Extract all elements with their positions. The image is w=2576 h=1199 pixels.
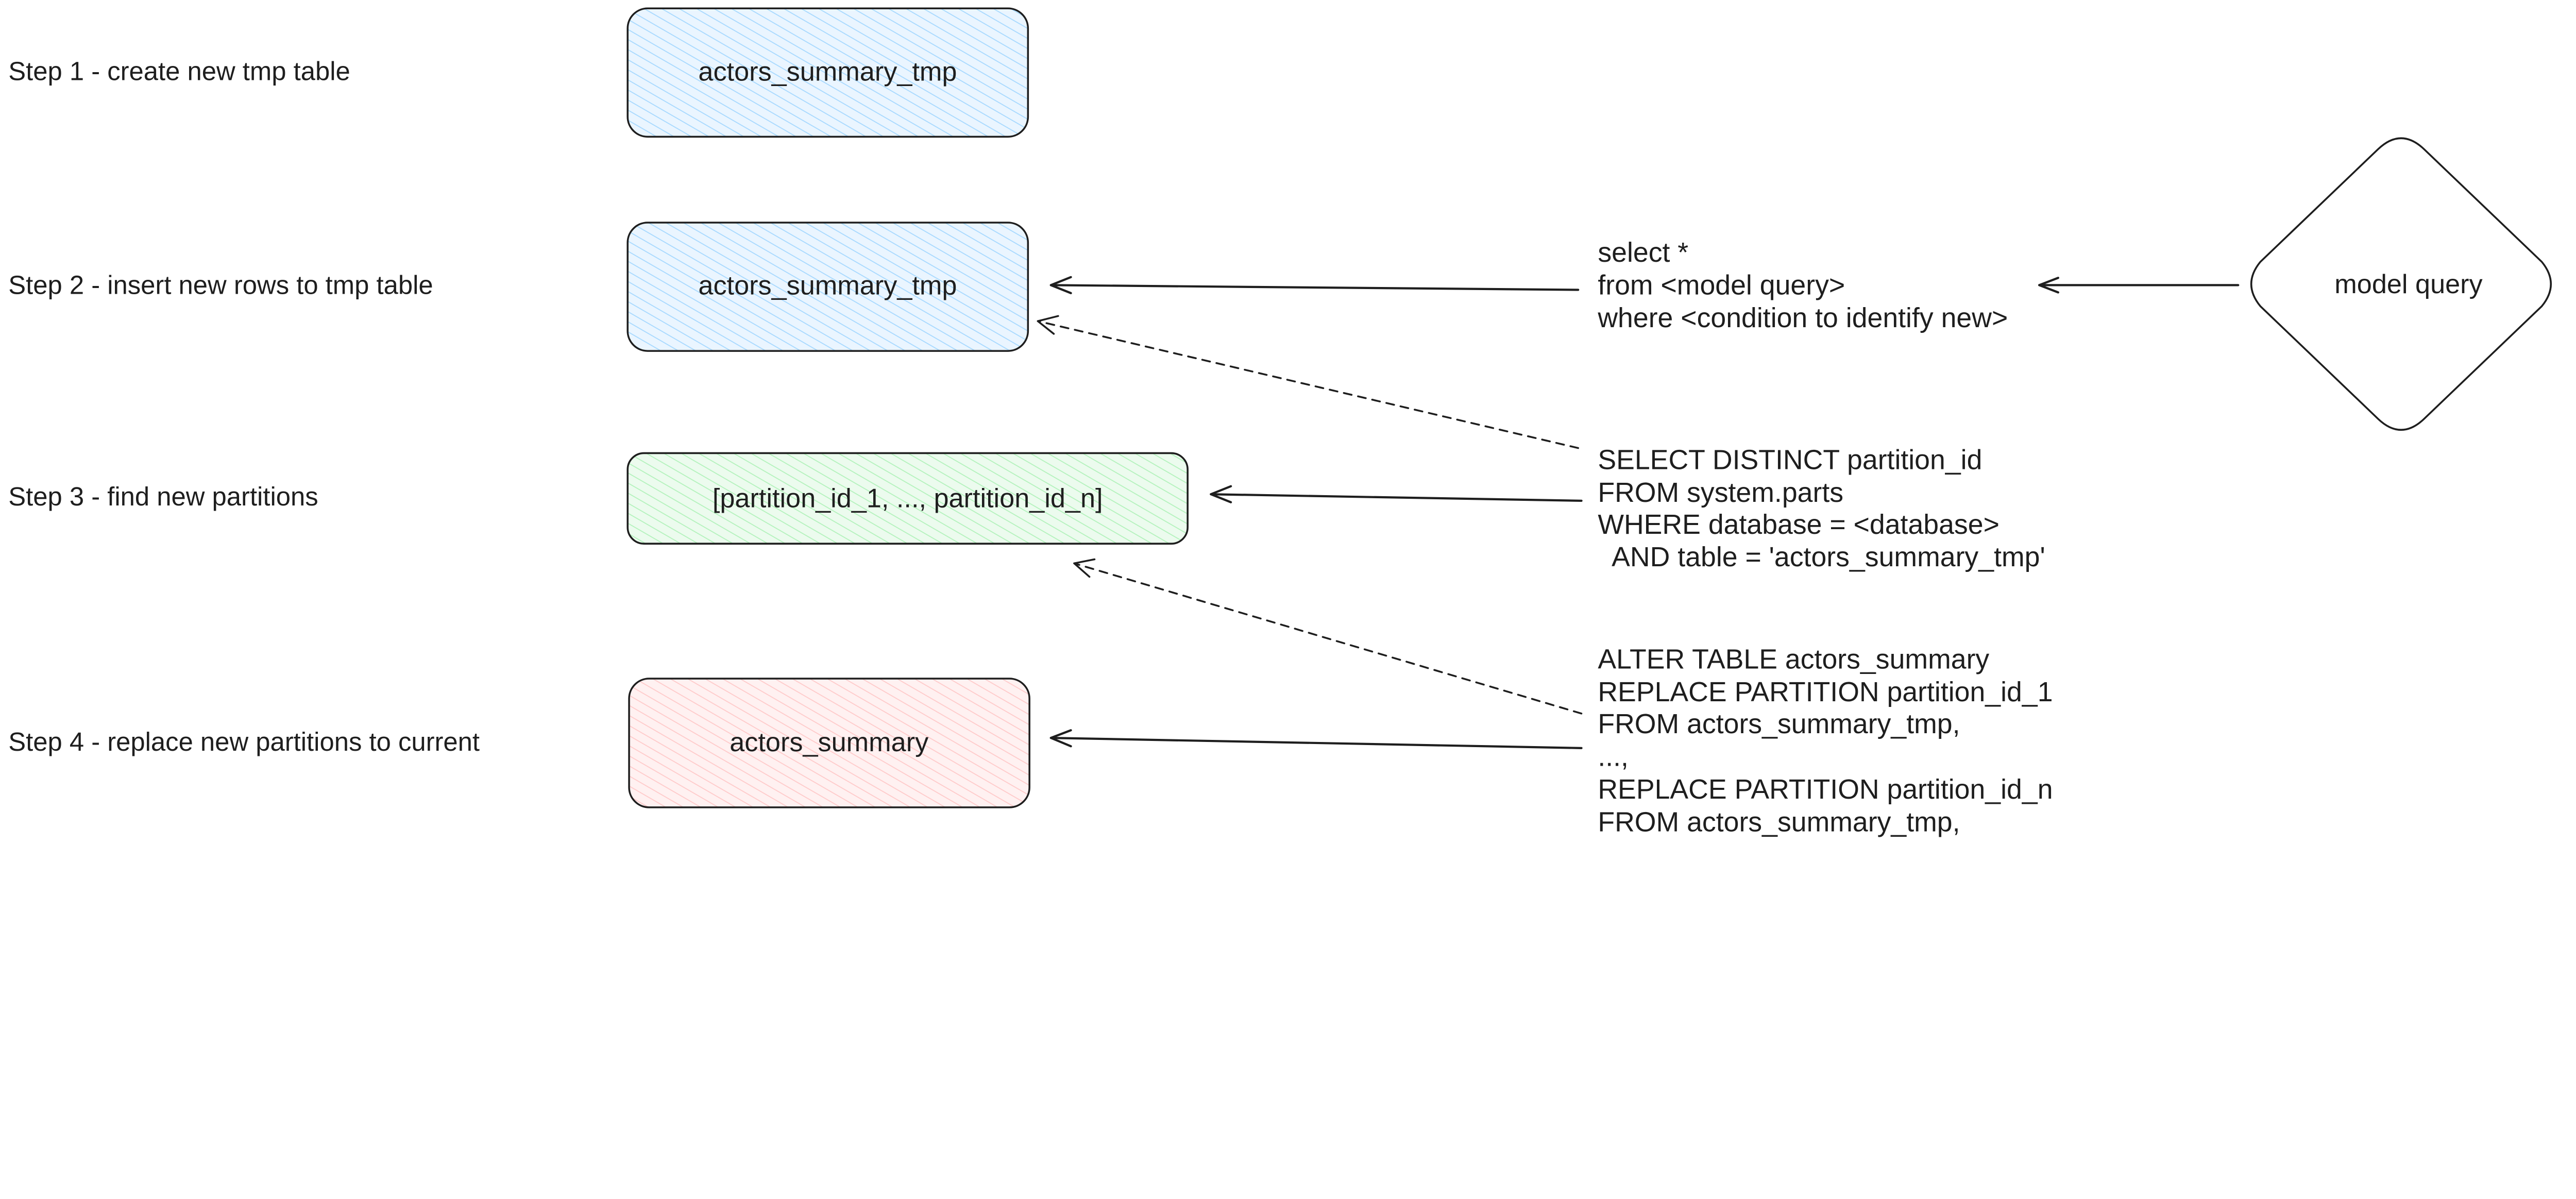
replace-partition-code: ALTER TABLE actors_summary REPLACE PARTI… — [1598, 644, 2053, 837]
code-line: ALTER TABLE actors_summary — [1598, 644, 1989, 674]
code-line: SELECT DISTINCT partition_id — [1598, 444, 1982, 475]
diagram-canvas: Step 1 - create new tmp table Step 2 - i… — [8, 7, 2552, 837]
code-line: FROM system.parts — [1598, 477, 1843, 508]
model-query-diamond[interactable] — [2250, 137, 2552, 431]
code-line: REPLACE PARTITION partition_id_1 — [1598, 677, 2053, 707]
code-line: WHERE database = <database> — [1598, 509, 1999, 540]
tmp-table-box-step1[interactable]: actors_summary_tmp — [626, 7, 1029, 138]
dashed-arrow-to-tmp — [1037, 315, 1579, 449]
arrow-query-to-partitions — [1210, 485, 1583, 503]
code-line: FROM actors_summary_tmp, — [1598, 806, 1960, 837]
arrow-insert-to-tmp — [1049, 276, 1580, 295]
code-line: select * — [1598, 237, 1688, 268]
diamond-label: model query — [2334, 269, 2482, 299]
partitions-box-step3[interactable]: [partition_id_1, ..., partition_id_n] — [626, 452, 1189, 545]
code-line: REPLACE PARTITION partition_id_n — [1598, 774, 2053, 805]
arrow-replace-to-current — [1049, 729, 1583, 749]
box-label: actors_summary — [730, 728, 928, 757]
box-label: actors_summary_tmp — [698, 271, 957, 301]
box-label: [partition_id_1, ..., partition_id_n] — [713, 484, 1103, 514]
arrow-model-to-insert — [2038, 277, 2240, 294]
tmp-table-box-step2[interactable]: actors_summary_tmp — [626, 222, 1029, 352]
step-4-label: Step 4 - replace new partitions to curre… — [8, 727, 480, 756]
partitions-query-code: SELECT DISTINCT partition_id FROM system… — [1598, 444, 2045, 572]
code-line: where <condition to identify new> — [1597, 302, 2008, 333]
box-label: actors_summary_tmp — [698, 57, 957, 87]
step-3-label: Step 3 - find new partitions — [8, 482, 318, 511]
step-2-label: Step 2 - insert new rows to tmp table — [8, 270, 433, 299]
step-1-label: Step 1 - create new tmp table — [8, 56, 350, 86]
current-table-box-step4[interactable]: actors_summary — [628, 678, 1030, 808]
dashed-arrow-to-partitions — [1073, 558, 1583, 715]
code-line: from <model query> — [1598, 270, 1845, 301]
code-line: AND table = 'actors_summary_tmp' — [1598, 542, 2045, 572]
insert-query-code: select * from <model query> where <condi… — [1597, 237, 2008, 333]
code-line: FROM actors_summary_tmp, — [1598, 708, 1960, 739]
code-line: ..., — [1598, 741, 1629, 772]
